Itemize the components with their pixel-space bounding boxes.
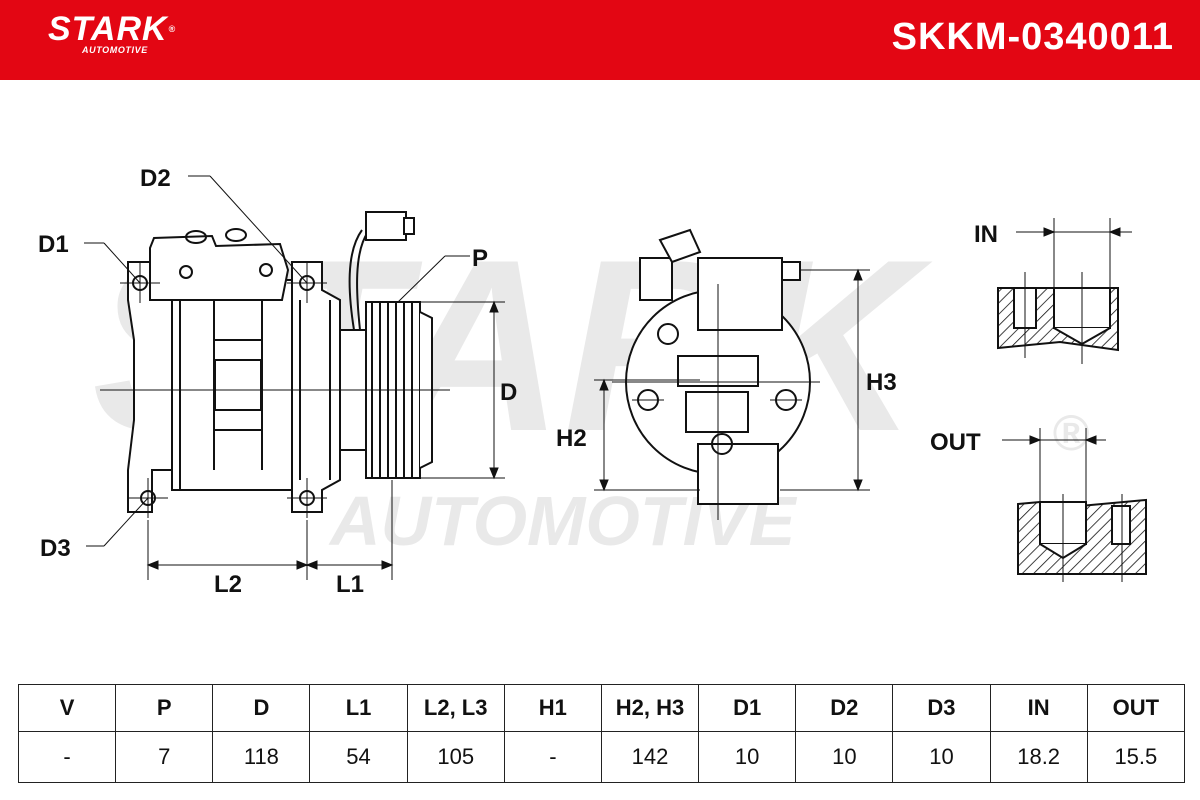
- stark-logo: STARK® AUTOMOTIVE: [48, 10, 176, 55]
- spec-value-in: 18.2: [989, 731, 1088, 783]
- spec-value-d: 118: [212, 731, 311, 783]
- spec-value-p: 7: [115, 731, 214, 783]
- logo-text: STARK: [48, 10, 168, 48]
- part-number: SKKM-0340011: [891, 16, 1174, 58]
- header-bar: STARK® AUTOMOTIVE SKKM-0340011: [0, 0, 1200, 80]
- in-port-section: [997, 287, 1119, 352]
- label-l1: L1: [336, 571, 364, 598]
- out-port-section: [1017, 498, 1147, 575]
- side-view-centerlines: [100, 263, 450, 518]
- spec-value-d3: 10: [892, 731, 991, 783]
- label-in: IN: [974, 221, 998, 248]
- logo-subtitle: AUTOMOTIVE: [82, 45, 148, 55]
- technical-drawing: STARK AUTOMOTIVE ®: [0, 80, 1200, 660]
- label-p: P: [472, 245, 488, 272]
- spec-header-v: V: [17, 684, 117, 732]
- spec-header-l1: L1: [309, 684, 408, 732]
- spec-header-out: OUT: [1086, 684, 1186, 732]
- label-d1: D1: [38, 231, 69, 258]
- spec-header-in: IN: [989, 684, 1088, 732]
- out-port-dimensions: [1002, 428, 1123, 582]
- label-l2: L2: [214, 571, 242, 598]
- label-d3: D3: [40, 535, 71, 562]
- spec-header-h2-h3: H2, H3: [600, 684, 700, 732]
- front-view-centerlines: [612, 284, 820, 520]
- label-d: D: [500, 379, 517, 406]
- spec-value-d2: 10: [795, 731, 894, 783]
- watermark-registered-mark: ®: [1052, 405, 1089, 461]
- spec-table: V P D L1 L2, L3 H1 H2, H3 D1 D2 D3 IN OU…: [17, 684, 1186, 783]
- spec-header-row: V P D L1 L2, L3 H1 H2, H3 D1 D2 D3 IN OU…: [17, 684, 1186, 732]
- dimension-labels: D1 D2 D3 P D L1 L2 H2 H3 IN OUT: [38, 165, 998, 598]
- spec-header-p: P: [115, 684, 214, 732]
- label-d2: D2: [140, 165, 171, 192]
- spec-value-h2-h3: 142: [600, 731, 700, 783]
- spec-value-h1: -: [503, 731, 602, 783]
- spec-value-l1: 54: [309, 731, 408, 783]
- label-out: OUT: [930, 429, 981, 456]
- label-h3: H3: [866, 369, 897, 396]
- spec-header-d1: D1: [698, 684, 797, 732]
- spec-value-row: - 7 118 54 105 - 142 10 10 10 18.2 15.5: [17, 731, 1186, 783]
- spec-value-out: 15.5: [1086, 731, 1186, 783]
- in-port-dimensions: [1016, 218, 1132, 364]
- spec-value-v: -: [17, 731, 117, 783]
- logo-registered-mark: ®: [168, 24, 177, 34]
- spec-value-l2-l3: 105: [406, 731, 505, 783]
- spec-header-d: D: [212, 684, 311, 732]
- spec-header-d3: D3: [892, 684, 991, 732]
- label-h2: H2: [556, 425, 587, 452]
- spec-header-l2-l3: L2, L3: [406, 684, 505, 732]
- side-view-dimensions: [84, 175, 505, 580]
- spec-header-d2: D2: [795, 684, 894, 732]
- spec-value-d1: 10: [698, 731, 797, 783]
- spec-header-h1: H1: [503, 684, 602, 732]
- front-view-dimensions: [594, 268, 870, 492]
